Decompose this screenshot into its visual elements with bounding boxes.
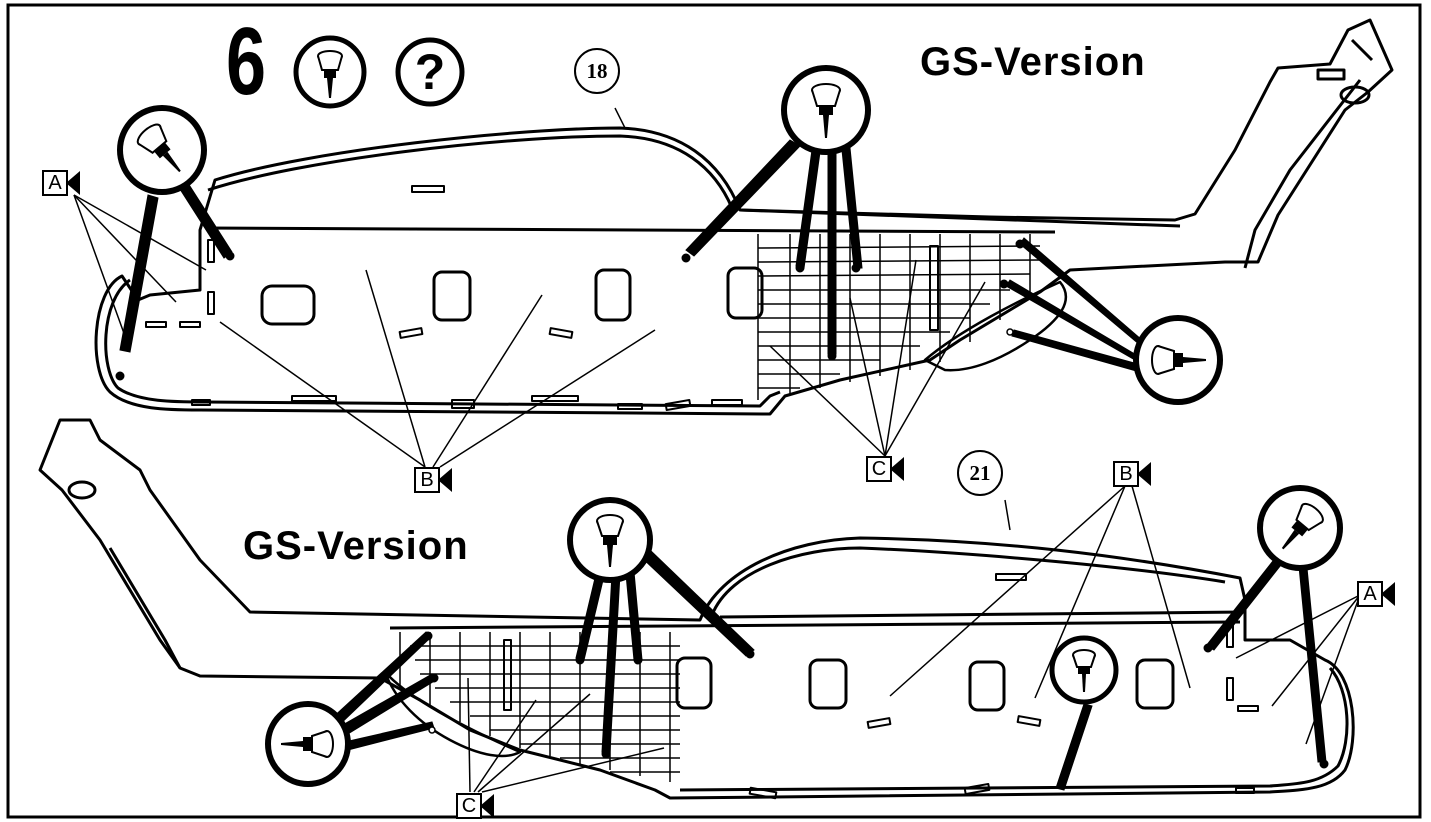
tag-letter: A (1357, 581, 1383, 607)
drill-icon (117, 105, 207, 195)
question-mark-glyph: ? (414, 44, 446, 100)
question-mark-icon (395, 37, 465, 107)
drill-icon (265, 701, 351, 787)
bottom-drill-points (329, 549, 1329, 791)
tag-a-top: A (42, 170, 82, 196)
drill-icon (567, 497, 653, 583)
tag-arrow-icon (66, 171, 80, 195)
top-leader-lines (73, 107, 986, 468)
part-number-18: 18 (574, 48, 620, 94)
page-border (6, 3, 1422, 819)
fuselage-half-21 (38, 418, 1355, 800)
tag-letter: C (866, 456, 892, 482)
tag-arrow-icon (1137, 462, 1151, 486)
tag-c-bottom: C (456, 793, 496, 819)
tag-arrow-icon (890, 457, 904, 481)
bottom-leader-lines (467, 485, 1361, 793)
tag-a-bottom: A (1357, 581, 1397, 607)
tag-letter: B (414, 467, 440, 493)
tag-b-top: B (414, 467, 454, 493)
drill-icon (1049, 635, 1119, 705)
tag-c-top: C (866, 456, 906, 482)
step-number: 6 (226, 8, 266, 115)
version-title-top: GS-Version (920, 40, 1146, 84)
tag-arrow-icon (480, 794, 494, 818)
drill-icon (781, 65, 871, 155)
tag-letter: A (42, 170, 68, 196)
part-number-21: 21 (957, 450, 1003, 496)
drill-icon (293, 35, 367, 109)
version-title-bottom: GS-Version (243, 524, 469, 568)
tag-arrow-icon (438, 468, 452, 492)
drill-icon (1133, 315, 1223, 405)
fuselage-half-18 (94, 18, 1394, 416)
drill-icon (1257, 485, 1343, 571)
tag-arrow-icon (1381, 582, 1395, 606)
tag-letter: B (1113, 461, 1139, 487)
top-drill-points (115, 139, 1147, 381)
tag-b-bottom: B (1113, 461, 1153, 487)
tag-letter: C (456, 793, 482, 819)
